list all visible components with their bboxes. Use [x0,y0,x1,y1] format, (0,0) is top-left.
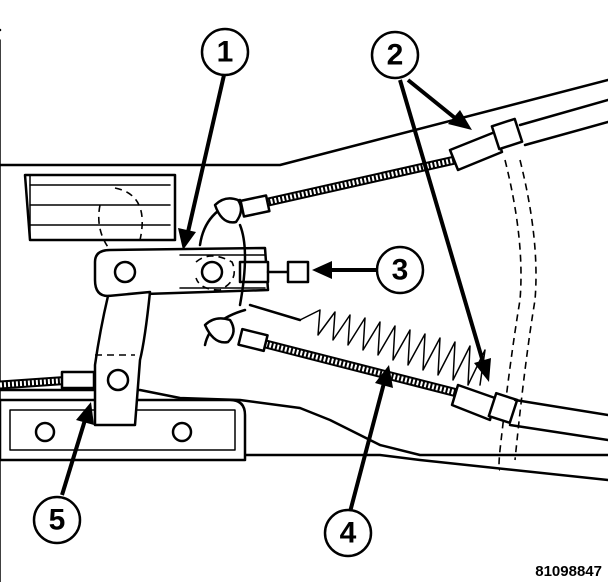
callout-leaders [60,74,491,513]
hidden-bracket-dashed [97,159,537,471]
leader-line-4 [348,382,386,513]
vehicle-body-panel [0,28,608,582]
callout-number-1: 1 [217,36,234,69]
leader-arrowhead-2a [448,110,472,130]
callout-number-5: 5 [49,504,66,537]
callout-number-3: 3 [392,254,409,287]
adjuster-rod [266,260,310,284]
callout-2: 2 [370,30,420,80]
callout-circle-3 [375,245,425,295]
callout-5: 5 [32,495,82,545]
lever-arm [93,290,152,427]
lower-rear-cable [237,327,608,442]
callout-circle-1 [200,27,250,77]
upper-rear-cable [239,98,608,218]
leader-arrowhead-1 [178,228,196,250]
leader-arrowhead-5 [76,402,94,425]
front-cable [0,370,96,390]
leader-line-2a [406,78,457,120]
leader-line-5 [60,419,87,496]
lower-frame-rail [0,398,247,462]
callout-circle-2 [370,30,420,80]
leader-arrowhead-2b [474,358,491,382]
leader-line-2b [398,79,485,363]
tension-spring [248,303,486,386]
leader-arrowhead-4 [375,365,393,388]
callout-number-4: 4 [340,517,357,550]
callout-circle-4 [323,508,373,558]
callout-1: 1 [200,27,250,77]
callout-3: 3 [375,245,425,295]
callout-number-2: 2 [387,39,404,72]
leader-arrowhead-3 [312,261,332,279]
cable-yoke [198,197,247,347]
leader-line-1 [186,74,226,233]
callout-circle-5 [32,495,82,545]
callout-4: 4 [323,508,373,558]
figure-id-label: 81098847 [535,563,602,580]
